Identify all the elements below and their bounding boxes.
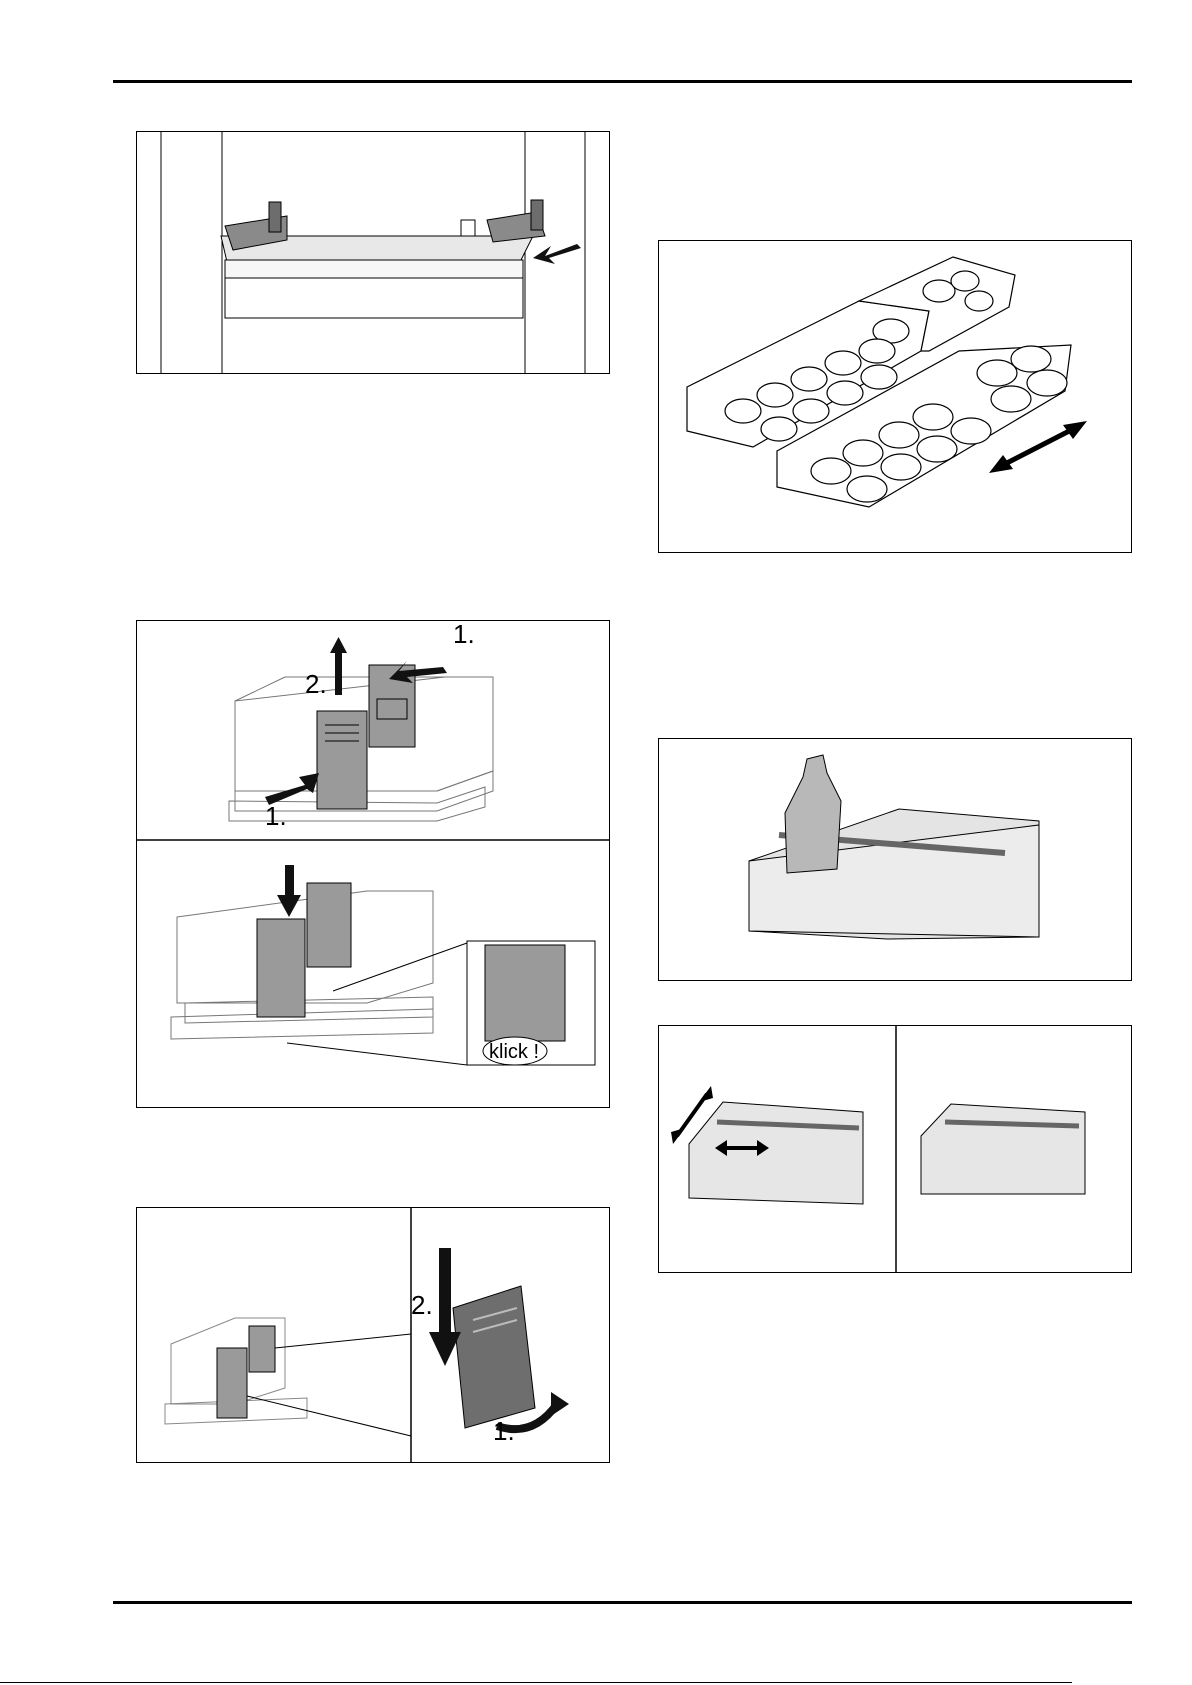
figure-divider-remove: 2. 1. [136, 1207, 610, 1463]
page-bottom-line [0, 1682, 1072, 1683]
step-1-top-label: 1. [453, 621, 475, 649]
figure-shelf-rail [136, 131, 610, 374]
step-2-label: 2. [305, 669, 327, 699]
figure-egg-trays [658, 240, 1132, 553]
footer-rule [113, 1601, 1132, 1604]
figure-divider-insert: 1. 2. 1. klick ! [136, 620, 610, 1108]
step-1-bottom-label: 1. [265, 801, 287, 831]
figure-bottle-holder-adjust [658, 1025, 1132, 1273]
figure-bottle-holder [658, 738, 1132, 981]
remove-step-1-label: 1. [493, 1416, 515, 1446]
klick-label: klick ! [489, 1041, 539, 1063]
header-rule [113, 80, 1132, 83]
remove-step-2-label: 2. [411, 1290, 433, 1320]
